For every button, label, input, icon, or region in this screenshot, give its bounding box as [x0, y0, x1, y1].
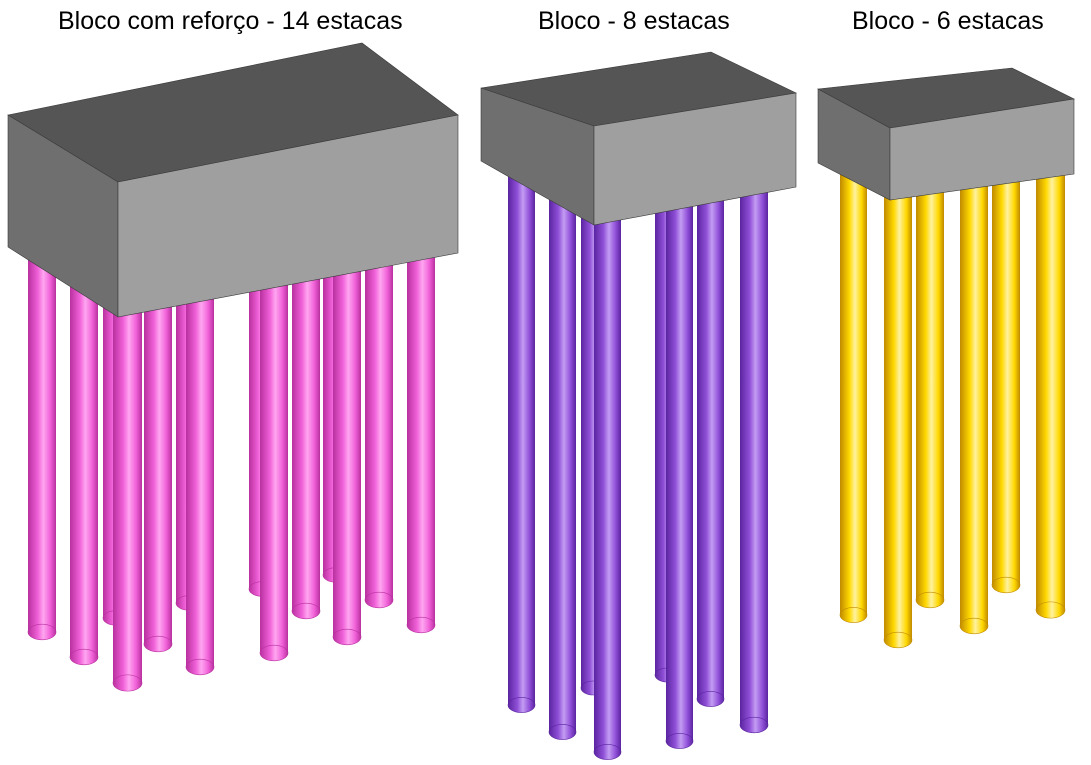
pile	[839, 160, 868, 623]
pile	[548, 170, 577, 740]
concrete-cap	[817, 67, 1075, 201]
pile	[364, 250, 394, 609]
pile	[27, 250, 57, 641]
pile	[665, 180, 694, 749]
pile	[112, 260, 143, 692]
pile	[185, 260, 215, 676]
pile-cap-8-piles	[480, 51, 797, 760]
concrete-cap	[480, 51, 797, 226]
pile	[915, 175, 945, 609]
pile	[507, 170, 536, 713]
block-title-6-piles: Bloco - 6 estacas	[852, 7, 1044, 35]
pile-cap-6-piles	[817, 67, 1075, 649]
pile	[991, 170, 1021, 594]
pile	[959, 165, 989, 635]
pile	[593, 180, 622, 760]
pile-cap-14-piles	[7, 42, 459, 692]
pile	[332, 250, 362, 646]
pile	[259, 255, 289, 662]
pile	[696, 180, 725, 707]
pile	[883, 170, 913, 649]
pile	[143, 260, 173, 653]
block-title-8-piles: Bloco - 8 estacas	[538, 7, 730, 35]
pile	[69, 260, 99, 666]
concrete-cap	[7, 42, 459, 318]
pile	[739, 180, 769, 734]
pile	[291, 250, 321, 620]
pile	[406, 250, 436, 634]
pile	[1035, 160, 1066, 619]
block-title-14-piles: Bloco com reforço - 14 estacas	[58, 7, 403, 35]
